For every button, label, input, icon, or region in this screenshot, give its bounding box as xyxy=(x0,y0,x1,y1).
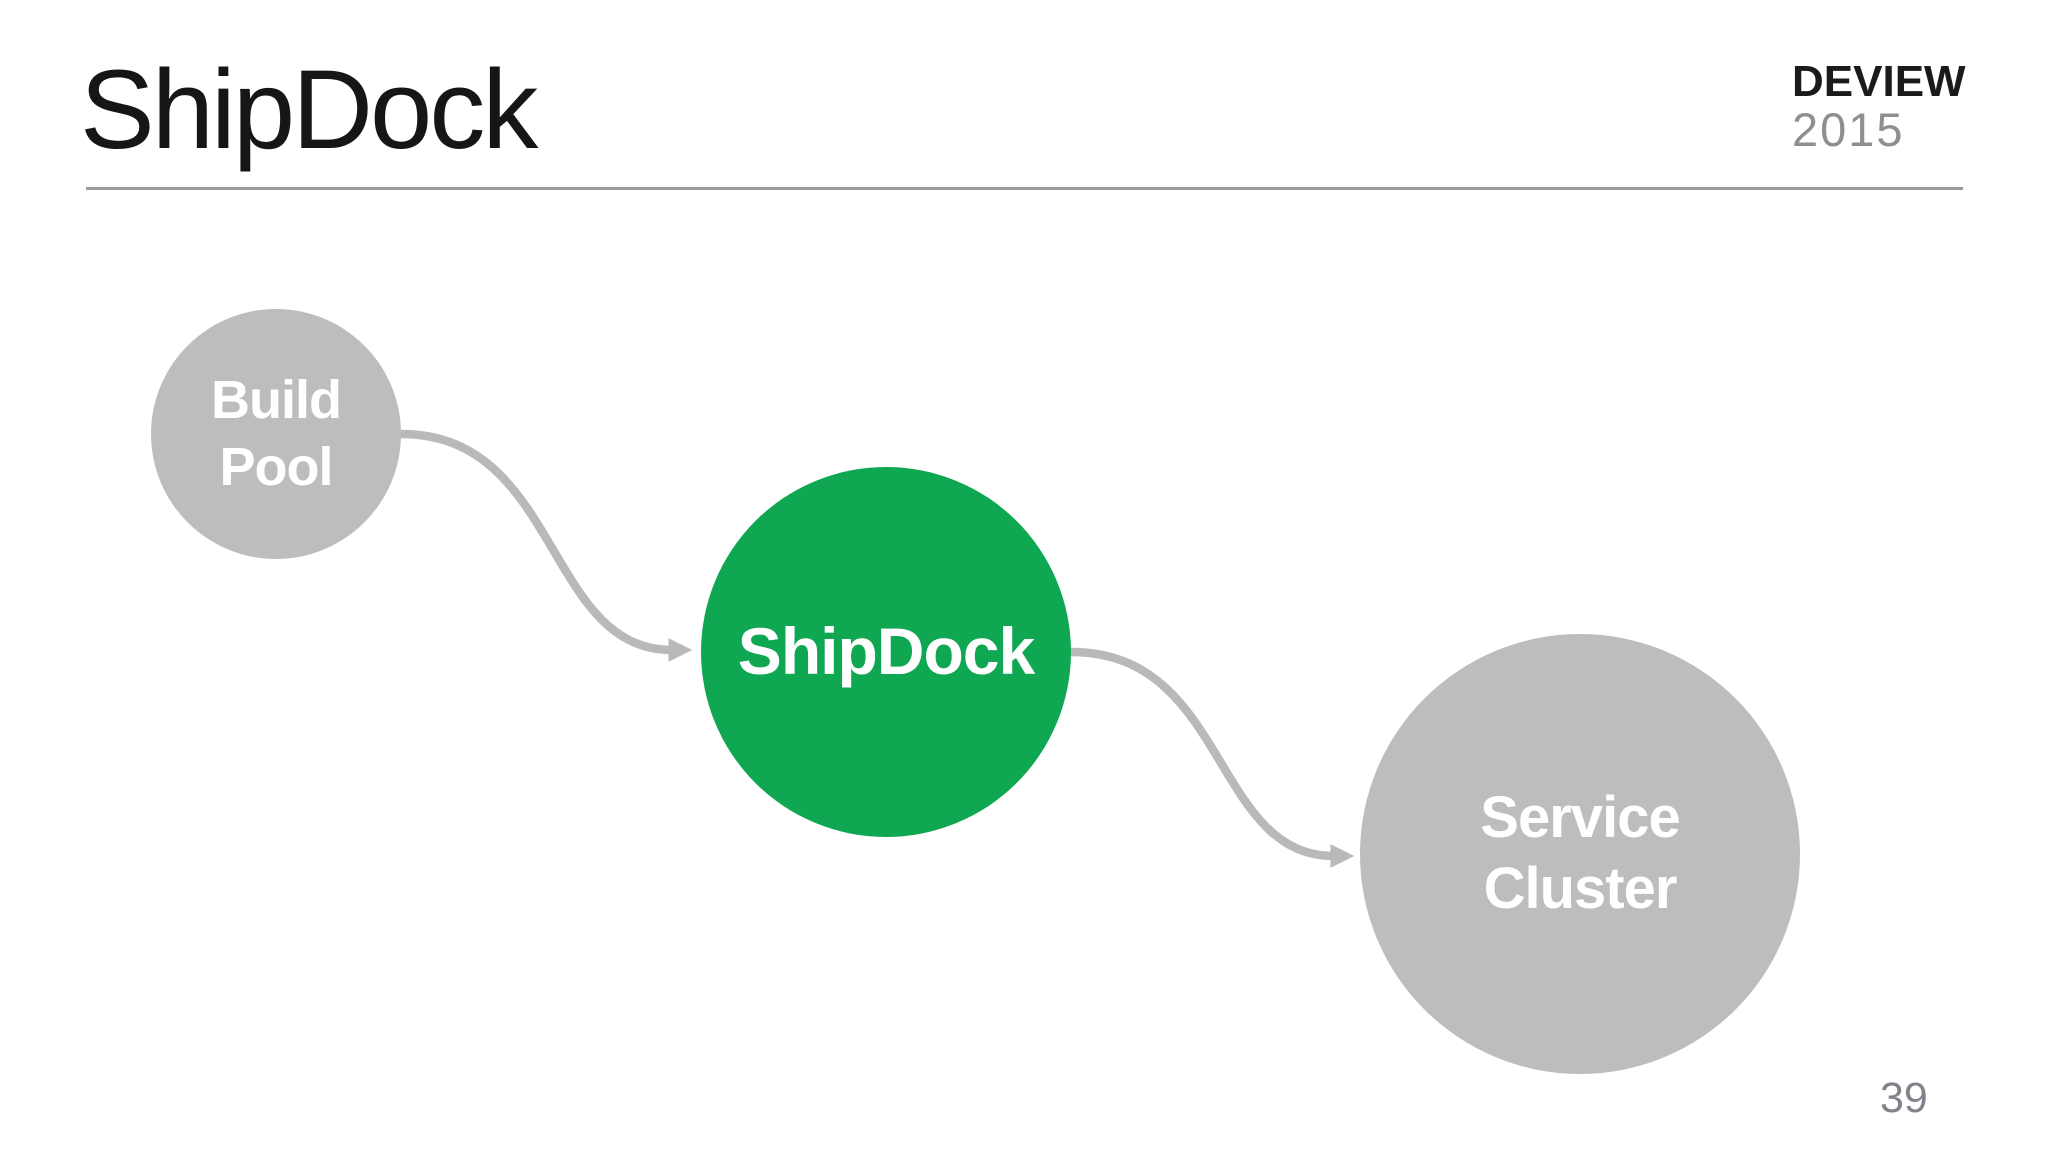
node-shipdock: ShipDock xyxy=(701,467,1071,837)
node-service-cluster-label: Service Cluster xyxy=(1480,785,1680,921)
node-build-pool: Build Pool xyxy=(151,309,401,559)
node-shipdock-label: ShipDock xyxy=(737,614,1035,689)
deview-brand-text: DEVIEW xyxy=(1792,57,1966,106)
page-title: ShipDock xyxy=(80,47,538,172)
deview-year-text: 2015 xyxy=(1792,103,1905,156)
node-service-cluster: Service Cluster xyxy=(1360,634,1800,1074)
arrow-shipdock-to-service-cluster xyxy=(1070,647,1355,868)
deview-logo: DEVIEW 2015 xyxy=(1792,57,1966,156)
title-underline xyxy=(86,187,1963,190)
page-number: 39 xyxy=(1880,1074,1928,1122)
node-build-pool-label: Build Pool xyxy=(211,369,342,498)
arrow-build-pool-to-shipdock xyxy=(400,429,693,662)
